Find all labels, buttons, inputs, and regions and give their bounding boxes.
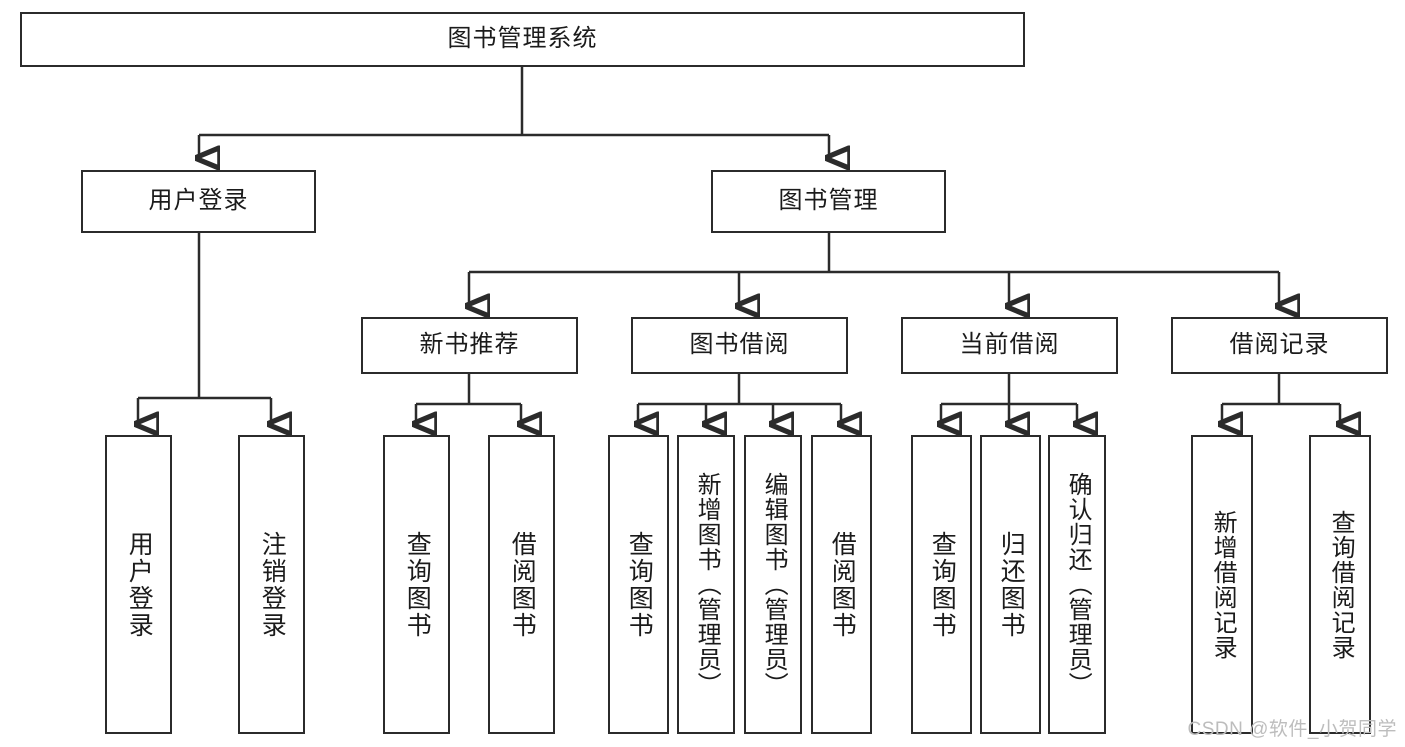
node-label: 用户登录 <box>148 187 249 215</box>
leaf-query-book-2[interactable]: 查询图书 <box>608 435 669 734</box>
leaf-edit-book[interactable]: 编辑图书（管理员） <box>744 435 802 734</box>
node-borrow-record[interactable]: 借阅记录 <box>1171 317 1388 374</box>
node-current-borrow[interactable]: 当前借阅 <box>901 317 1118 374</box>
leaf-return-book[interactable]: 归还图书 <box>980 435 1041 734</box>
node-label: 查询图书 <box>403 530 432 639</box>
node-label: 新书推荐 <box>419 331 520 359</box>
node-label: 查询图书 <box>625 530 654 639</box>
leaf-confirm-return[interactable]: 确认归还（管理员） <box>1048 435 1106 734</box>
node-label: 图书管理 <box>778 187 879 215</box>
leaf-borrow-book-1[interactable]: 借阅图书 <box>488 435 555 734</box>
leaf-add-record[interactable]: 新增借阅记录 <box>1191 435 1253 734</box>
node-book-borrow[interactable]: 图书借阅 <box>631 317 848 374</box>
node-label: 当前借阅 <box>959 331 1060 359</box>
node-label: 图书借阅 <box>689 331 790 359</box>
node-label: 注销登录 <box>258 530 287 639</box>
node-label: 编辑图书（管理员） <box>760 472 788 697</box>
node-root[interactable]: 图书管理系统 <box>20 12 1025 67</box>
node-label: 归还图书 <box>997 530 1026 639</box>
node-label: 新增图书（管理员） <box>693 472 721 697</box>
node-label: 确认归还（管理员） <box>1064 472 1092 697</box>
node-book-manage[interactable]: 图书管理 <box>711 170 946 233</box>
node-new-book-recommend[interactable]: 新书推荐 <box>361 317 578 374</box>
leaf-add-book[interactable]: 新增图书（管理员） <box>677 435 735 734</box>
node-label: 查询图书 <box>928 530 957 639</box>
leaf-logout-login[interactable]: 注销登录 <box>238 435 305 734</box>
leaf-borrow-book-2[interactable]: 借阅图书 <box>811 435 872 734</box>
node-label: 用户登录 <box>125 530 154 639</box>
watermark: CSDN @软件_小贺同学 <box>1187 719 1397 740</box>
node-user-login[interactable]: 用户登录 <box>81 170 316 233</box>
node-label: 借阅图书 <box>508 530 537 639</box>
node-label: 新增借阅记录 <box>1209 509 1237 660</box>
leaf-query-book-3[interactable]: 查询图书 <box>911 435 972 734</box>
leaf-query-book-1[interactable]: 查询图书 <box>383 435 450 734</box>
leaf-query-record[interactable]: 查询借阅记录 <box>1309 435 1371 734</box>
node-label: 借阅记录 <box>1229 331 1330 359</box>
leaf-user-login[interactable]: 用户登录 <box>105 435 172 734</box>
node-label: 借阅图书 <box>828 530 857 639</box>
node-label: 查询借阅记录 <box>1327 509 1355 660</box>
node-label: 图书管理系统 <box>447 25 598 53</box>
